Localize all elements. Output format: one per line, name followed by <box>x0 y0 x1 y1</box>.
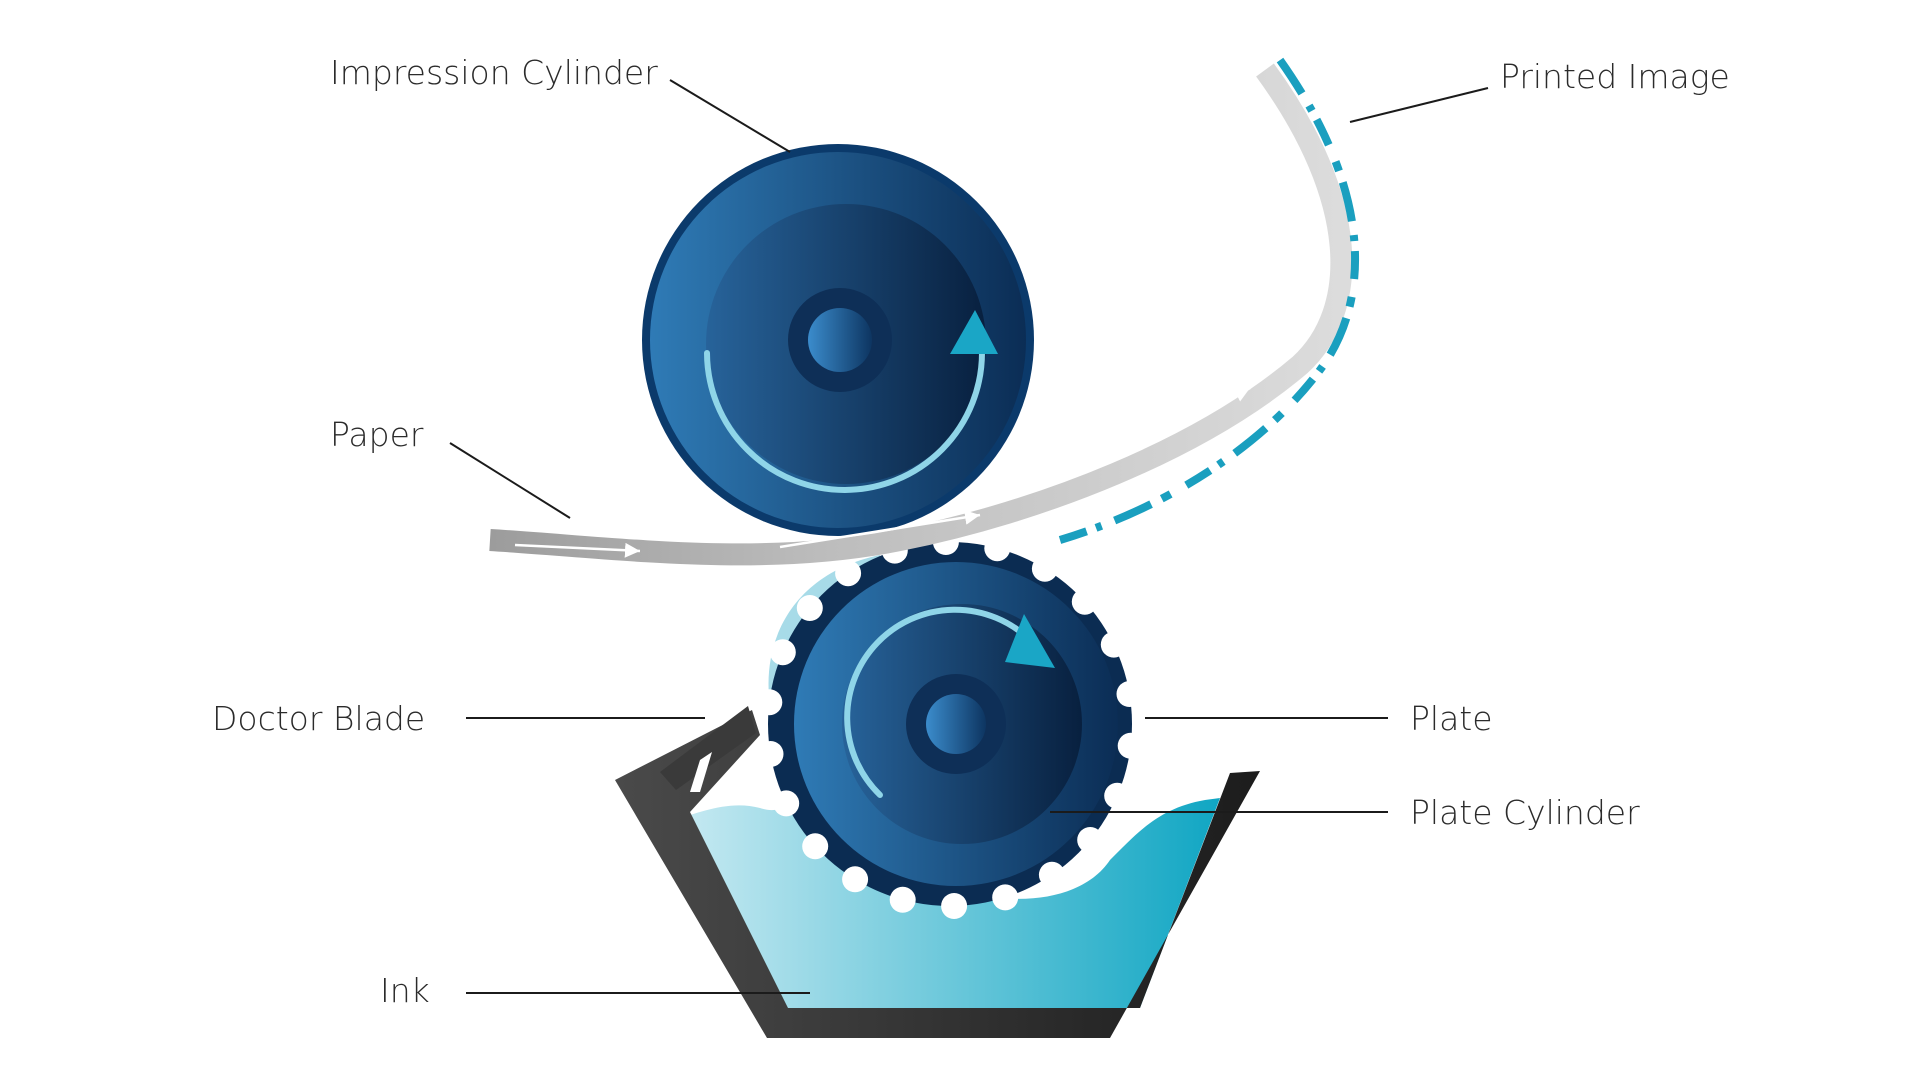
plate-cell <box>1100 631 1127 658</box>
impression-rotation-arrowhead <box>950 310 998 354</box>
labels: Impression Cylinder Printed Image Paper … <box>212 53 1730 1010</box>
plate-cell <box>773 790 800 817</box>
plate-cell <box>1071 588 1098 615</box>
plate-cell <box>992 884 1019 911</box>
plate-cell <box>1077 827 1104 853</box>
plate-cell <box>769 639 796 666</box>
plate-cell <box>802 833 829 860</box>
plate-cell <box>1038 861 1065 888</box>
paper <box>489 63 1353 566</box>
label-printed-image: Printed Image <box>1500 57 1730 96</box>
label-paper: Paper <box>330 415 424 454</box>
plate-cell <box>1104 782 1131 809</box>
doctor-blade <box>660 706 756 790</box>
label-plate-cylinder: Plate Cylinder <box>1410 793 1640 832</box>
plate-cylinder <box>756 529 1144 919</box>
printed-image-dashes <box>1058 57 1360 544</box>
plate-cell <box>889 886 916 913</box>
plate-rotation-arrow <box>844 606 1033 798</box>
label-ink: Ink <box>380 971 430 1010</box>
plate-cell <box>984 535 1011 562</box>
plate-cell <box>1116 681 1143 707</box>
paper-direction-arrow-1 <box>514 542 641 558</box>
leader-lines <box>449 79 1489 994</box>
paper-direction-arrow-2 <box>779 509 981 549</box>
paper-web <box>489 57 1360 566</box>
label-impression-cylinder: Impression Cylinder <box>330 53 658 92</box>
impression-hub <box>808 308 872 372</box>
plate-cell <box>796 595 823 621</box>
plate-cell <box>756 689 783 716</box>
leader-paper <box>449 442 571 519</box>
plate-cell <box>1117 732 1144 759</box>
plate-cell <box>757 741 784 767</box>
plate-cells <box>756 529 1144 919</box>
plate-cell <box>835 560 862 587</box>
impression-cylinder <box>642 144 1034 536</box>
plate-cell <box>1031 555 1058 582</box>
label-doctor-blade: Doctor Blade <box>212 699 425 738</box>
doctor-blade-tip <box>690 752 712 792</box>
leader-printed-image <box>1349 87 1489 123</box>
plate-rotation-arrowhead <box>1005 614 1055 668</box>
plate-cell <box>842 866 869 893</box>
paper-direction-arrow-3 <box>1089 386 1251 472</box>
leader-impression-cylinder <box>669 79 791 153</box>
label-plate: Plate <box>1410 699 1493 738</box>
plate-hub <box>926 694 986 754</box>
impression-rotation-arrow <box>704 349 986 493</box>
plate-cell <box>941 893 968 919</box>
